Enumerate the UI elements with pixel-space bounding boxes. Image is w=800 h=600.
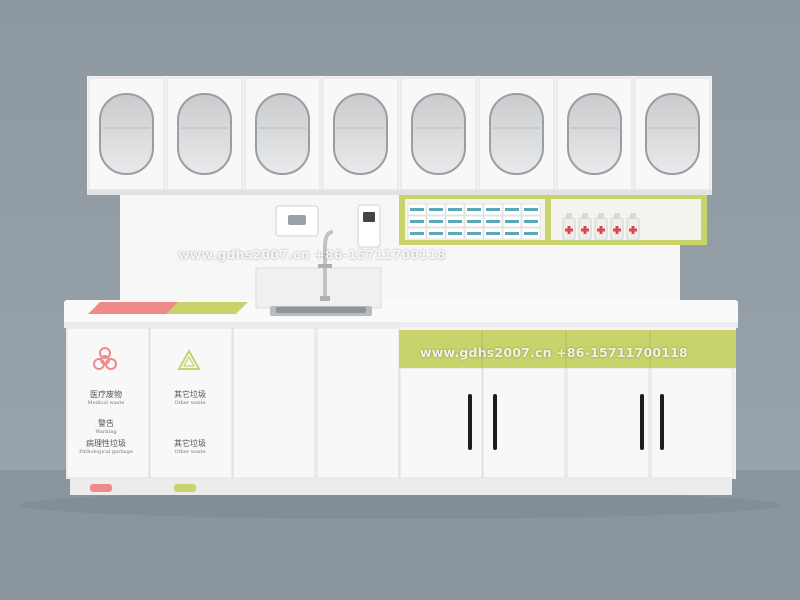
bottle-cross — [613, 228, 621, 232]
watermark-bottom: www.gdhs2007.cn +86-15711700118 — [420, 345, 688, 360]
warning-label-cn: 警告 — [98, 419, 114, 428]
medicine-box-stripe — [410, 220, 424, 223]
other-waste-label-cn-2: 其它垃圾 — [174, 439, 206, 448]
plinth — [70, 479, 732, 495]
bottle-cap — [566, 213, 572, 219]
glass-window — [645, 93, 700, 175]
lower-door — [650, 367, 734, 479]
green-drawer-strip — [399, 330, 736, 368]
red-foot-pedal[interactable] — [90, 484, 112, 492]
medicine-box-stripe — [410, 208, 424, 211]
red-cutting-board — [88, 302, 180, 314]
bottle-cross — [565, 228, 573, 232]
medicine-box-stripe — [524, 220, 538, 223]
lower-door — [566, 367, 650, 479]
door-handle — [493, 394, 497, 450]
door-handles — [468, 394, 664, 450]
door-handle — [660, 394, 664, 450]
glass-window — [333, 93, 388, 175]
bottle-cap — [598, 213, 604, 219]
glass-window — [255, 93, 310, 175]
soap-dispenser-window — [363, 212, 375, 222]
medicine-box-stripe — [524, 208, 538, 211]
medicine-box-stripe — [429, 208, 443, 211]
green-cutting-board — [166, 302, 248, 314]
door-handle — [640, 394, 644, 450]
glass-window — [411, 93, 466, 175]
pathological-label-en: Pathological garbage — [79, 449, 133, 455]
warning-label-en: Warning — [95, 429, 117, 435]
upper-cabinet-bottom-edge — [87, 190, 712, 195]
upper-cabinet-doors — [88, 77, 711, 191]
medicine-box-stripe — [486, 208, 500, 211]
medical-waste-label-cn: 医疗废物 — [90, 390, 122, 399]
bottle-cross — [581, 228, 589, 232]
medicine-box-stripe — [448, 232, 462, 235]
bottle-cap — [582, 213, 588, 219]
paper-towel-slot — [288, 215, 306, 225]
glass-window — [99, 93, 154, 175]
faucet — [318, 230, 334, 301]
medicine-box-stripe — [448, 208, 462, 211]
glass-window — [489, 93, 544, 175]
sink-basin-inner — [276, 307, 366, 313]
medicine-box-stripe — [429, 232, 443, 235]
glass-window — [567, 93, 622, 175]
medical-waste-label-en: Medical waste — [87, 400, 125, 406]
recycle-icon — [177, 348, 201, 370]
medicine-bottles — [562, 213, 640, 241]
bottle-cross — [597, 228, 605, 232]
lower-door — [66, 327, 150, 479]
soap-dispenser — [357, 204, 381, 248]
other-waste-label-cn-1: 其它垃圾 — [174, 390, 206, 399]
medicine-box-stripe — [467, 208, 481, 211]
bottle-cross — [629, 228, 637, 232]
lower-cabinet-doors — [66, 327, 734, 479]
watermark-top: www.gdhs2007.cn +86-15711700118 — [178, 247, 446, 262]
pathological-label-cn: 病理性垃圾 — [86, 439, 126, 448]
lower-door — [316, 327, 400, 479]
medicine-boxes — [407, 203, 541, 240]
lower-door — [232, 327, 316, 479]
medicine-box-stripe — [505, 208, 519, 211]
sink-splashback — [255, 267, 382, 309]
medicine-box-stripe — [429, 220, 443, 223]
floor-shadow — [20, 491, 780, 519]
door-handle — [468, 394, 472, 450]
other-waste-label-en-1: Other waste — [174, 400, 206, 406]
worktop-edge — [64, 322, 738, 328]
medicine-box-stripe — [486, 232, 500, 235]
medicine-box-stripe — [524, 232, 538, 235]
bottle-cap — [630, 213, 636, 219]
medicine-box-stripe — [448, 220, 462, 223]
medicine-box-stripe — [505, 232, 519, 235]
medicine-box-stripe — [410, 232, 424, 235]
medicine-box-stripe — [467, 232, 481, 235]
medicine-box-stripe — [467, 220, 481, 223]
medicine-box-stripe — [505, 220, 519, 223]
biohazard-icon — [93, 347, 117, 370]
green-foot-pedal[interactable] — [174, 484, 196, 492]
medicine-box-stripe — [486, 220, 500, 223]
other-waste-label-en-2: Other waste — [174, 449, 206, 455]
bottle-cap — [614, 213, 620, 219]
glass-window — [177, 93, 232, 175]
